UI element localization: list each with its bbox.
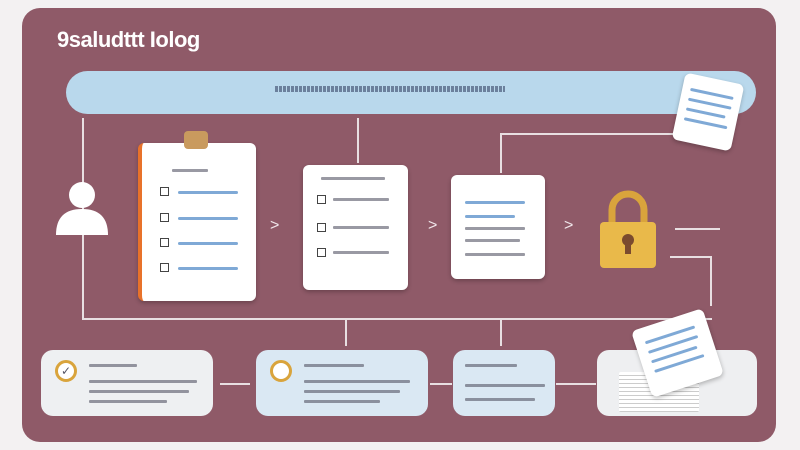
checklist-icon <box>303 165 408 290</box>
badge-icon <box>270 360 292 382</box>
clipboard-icon <box>138 131 256 301</box>
user-icon <box>56 182 108 235</box>
arrow-icon: > <box>564 217 574 234</box>
step-box: ✓ <box>41 350 213 416</box>
lock-icon <box>600 190 656 268</box>
document-icon <box>451 175 545 279</box>
arrow-icon: > <box>270 217 280 234</box>
arrow-icon: > <box>428 217 438 234</box>
diagram-title: 9saludttt Iolog <box>57 27 200 52</box>
banner-text <box>275 86 505 92</box>
badge-check-icon: ✓ <box>55 360 77 382</box>
top-banner <box>66 71 756 114</box>
step-box <box>256 350 428 416</box>
step-box <box>453 350 555 416</box>
